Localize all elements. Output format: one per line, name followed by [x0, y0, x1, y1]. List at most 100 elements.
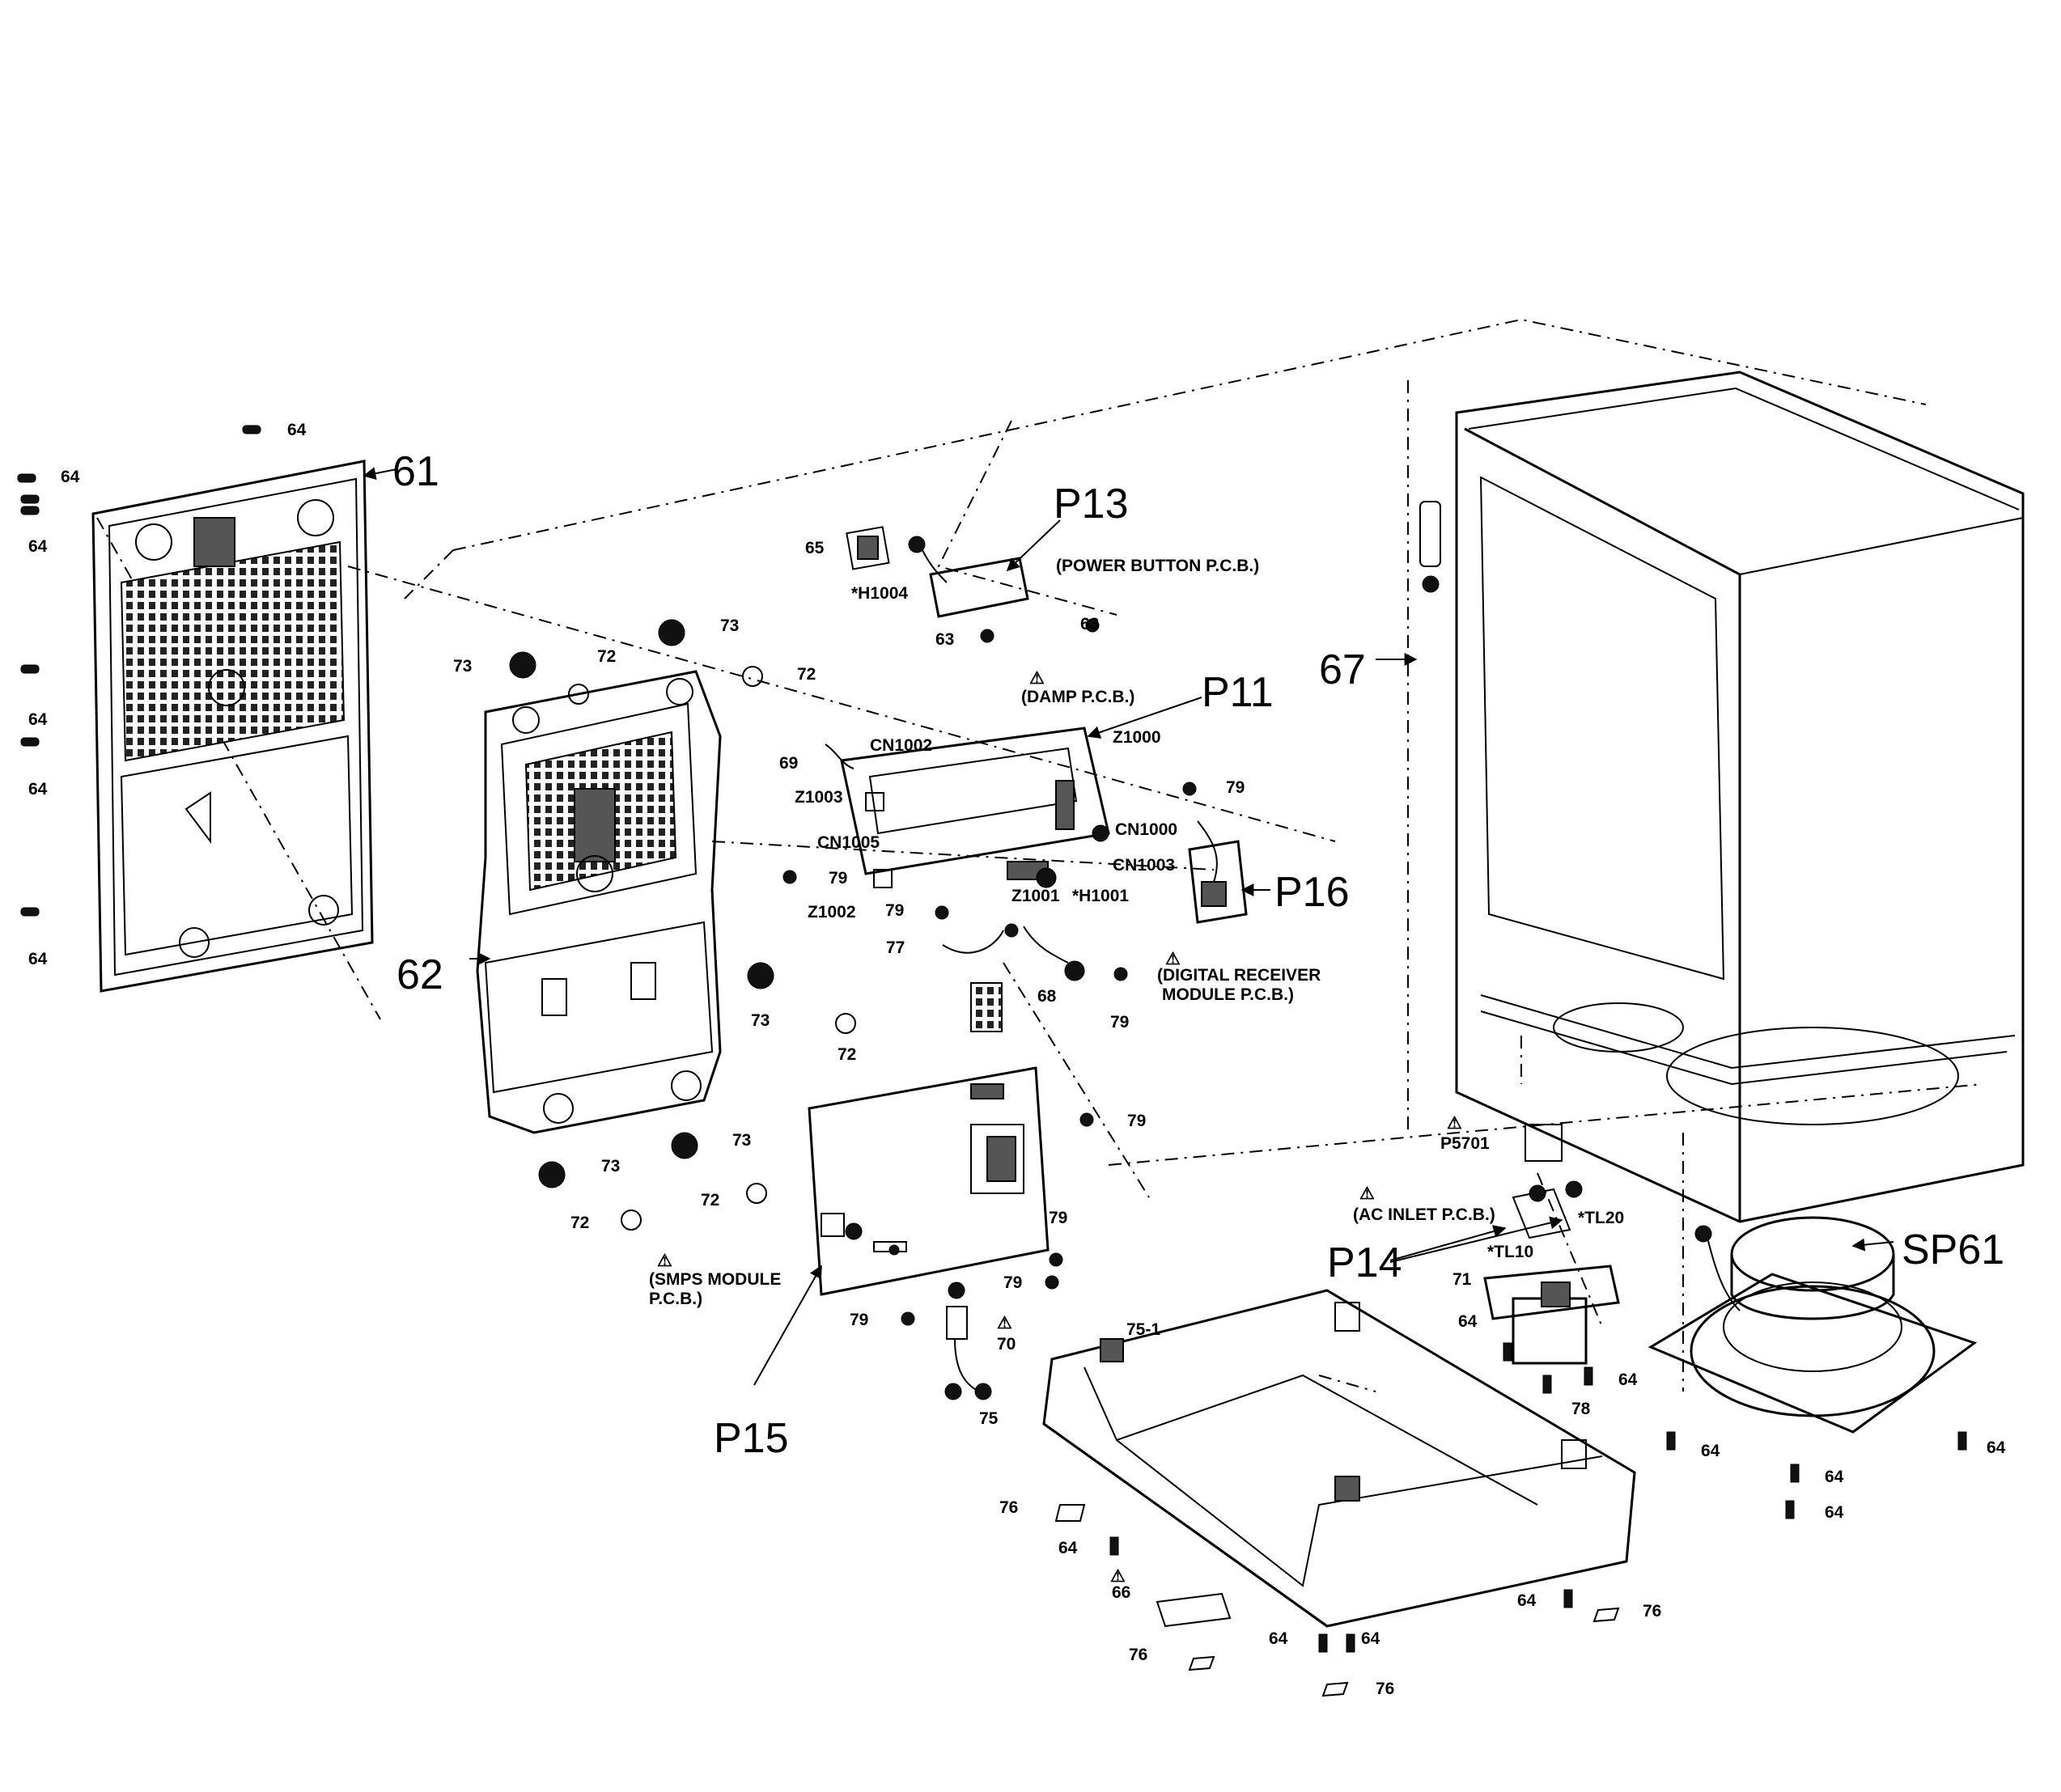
label-p14: P14	[1327, 1239, 1402, 1286]
label-64: 64	[28, 780, 48, 799]
label-66: 66	[1112, 1583, 1130, 1602]
label-64: 64	[28, 537, 48, 556]
label-64: 64	[1618, 1370, 1638, 1389]
label-tl10: *TL10	[1487, 1243, 1533, 1261]
label-64: 64	[28, 950, 48, 968]
warning-icon: ⚠	[1359, 1184, 1375, 1203]
label-z1000: Z1000	[1113, 728, 1161, 747]
label-64: 64	[1517, 1591, 1537, 1610]
label-79: 79	[1127, 1112, 1146, 1130]
label-75-1: 75-1	[1126, 1320, 1160, 1339]
label-68: 68	[1037, 987, 1057, 1006]
ac-inlet-assembly	[1483, 1124, 1620, 1365]
label-61: 61	[392, 448, 439, 495]
label-62: 62	[397, 951, 443, 998]
label-72: 72	[597, 647, 616, 666]
base-stand-75	[1042, 1289, 1636, 1628]
label-72: 72	[570, 1214, 589, 1232]
label-64: 64	[1701, 1442, 1720, 1460]
label-73: 73	[720, 616, 739, 635]
note-damp-pcb: (DAMP P.C.B.)	[1021, 688, 1134, 706]
label-73: 73	[732, 1131, 751, 1150]
label-76: 76	[1643, 1602, 1661, 1620]
note-smps-1: (SMPS MODULE	[649, 1270, 781, 1289]
label-79: 79	[1110, 1013, 1129, 1032]
label-67: 67	[1319, 646, 1366, 693]
label-69: 69	[779, 754, 798, 773]
warning-icon: ⚠	[997, 1314, 1012, 1332]
label-72: 72	[797, 665, 816, 684]
label-p5701: P5701	[1440, 1134, 1490, 1153]
damp-pcb	[825, 727, 1110, 888]
warning-icon: ⚠	[657, 1252, 672, 1270]
nuts-and-washers	[509, 619, 1620, 1697]
leader-lines	[363, 467, 1894, 1386]
label-72: 72	[701, 1191, 719, 1209]
back-panel-61	[91, 460, 374, 993]
warning-icon: ⚠	[1029, 669, 1045, 688]
label-p13: P13	[1054, 481, 1129, 527]
label-73: 73	[751, 1011, 770, 1030]
label-64: 64	[287, 421, 307, 439]
label-64: 64	[1458, 1312, 1478, 1331]
label-h1001: *H1001	[1072, 887, 1129, 905]
label-72: 72	[838, 1045, 856, 1064]
label-64: 64	[1361, 1629, 1380, 1648]
label-cn1000: CN1000	[1115, 820, 1177, 839]
smps-module-pcb	[808, 1066, 1050, 1296]
label-63: 63	[1080, 615, 1099, 633]
part-labels: 61 62 67 SP61 P11 P13 P14 P15 P16 64 64 …	[28, 421, 2006, 1698]
warning-icon: ⚠	[1110, 1567, 1126, 1586]
label-z1003: Z1003	[795, 788, 843, 807]
cable-77	[942, 923, 1085, 1032]
label-79: 79	[885, 901, 904, 920]
label-73: 73	[453, 657, 472, 676]
label-64: 64	[28, 710, 48, 729]
label-z1001: Z1001	[1011, 887, 1060, 905]
label-64: 64	[1269, 1629, 1288, 1648]
cable-70	[944, 1282, 992, 1400]
note-power-button-pcb: (POWER BUTTON P.C.B.)	[1056, 557, 1259, 575]
label-h1004: *H1004	[851, 584, 908, 603]
label-79: 79	[1003, 1273, 1022, 1292]
label-sp61: SP61	[1902, 1226, 2004, 1273]
label-64: 64	[61, 468, 80, 486]
power-button-pcb	[846, 526, 1029, 618]
speaker-sp61	[1648, 1216, 1978, 1434]
note-digital-receiver-1: (DIGITAL RECEIVER	[1157, 966, 1321, 985]
note-ac-inlet-pcb: (AC INLET P.C.B.)	[1353, 1205, 1495, 1224]
label-64: 64	[1987, 1438, 2006, 1457]
label-79: 79	[1226, 778, 1245, 797]
label-p11: P11	[1202, 669, 1274, 716]
label-76: 76	[999, 1498, 1018, 1517]
label-cn1003: CN1003	[1113, 856, 1175, 875]
label-76: 76	[1376, 1680, 1394, 1698]
label-cn1002: CN1002	[870, 736, 932, 755]
cabinet-67	[1419, 371, 2025, 1223]
label-70: 70	[997, 1335, 1016, 1354]
label-64: 64	[1825, 1468, 1844, 1486]
label-78: 78	[1571, 1400, 1591, 1418]
label-79: 79	[850, 1311, 868, 1329]
label-65: 65	[805, 539, 825, 557]
label-z1002: Z1002	[808, 903, 856, 921]
label-75: 75	[979, 1409, 999, 1428]
label-tl20: *TL20	[1578, 1209, 1624, 1227]
chassis-panel-62	[476, 670, 722, 1134]
label-64: 64	[1825, 1503, 1844, 1522]
label-63: 63	[935, 630, 954, 649]
label-64: 64	[1058, 1539, 1078, 1557]
note-smps-2: P.C.B.)	[649, 1290, 702, 1308]
screws	[17, 425, 1967, 1653]
warning-icon: ⚠	[1165, 950, 1181, 968]
note-digital-receiver-2: MODULE P.C.B.)	[1162, 985, 1294, 1004]
label-cn1005: CN1005	[817, 833, 880, 852]
warning-icon: ⚠	[1447, 1114, 1462, 1133]
label-71: 71	[1452, 1270, 1472, 1289]
label-73: 73	[601, 1157, 620, 1176]
digital-receiver-module	[1188, 820, 1248, 924]
label-79: 79	[1049, 1209, 1067, 1227]
label-76: 76	[1129, 1646, 1147, 1664]
label-p16: P16	[1274, 869, 1350, 916]
